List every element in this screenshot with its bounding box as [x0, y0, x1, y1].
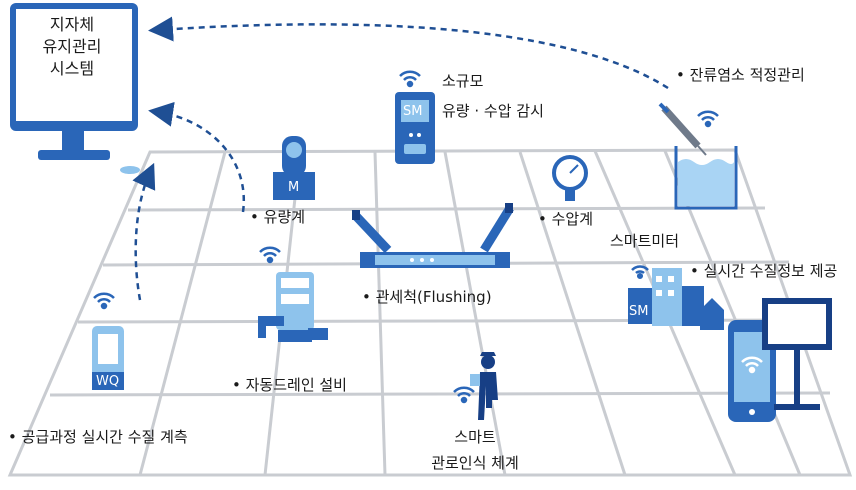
system-label-line2: 유지관리 — [42, 37, 102, 56]
water-quality-sensor-icon — [92, 326, 124, 390]
wq-badge: WQ — [96, 374, 120, 389]
small-scale-sm-meter-icon — [395, 92, 435, 164]
label-smart-pipe-1: 스마트 — [454, 428, 496, 446]
flow-meter-icon — [273, 136, 315, 200]
label-pressure-meter: • 수압계 — [538, 210, 594, 228]
label-flow-meter: • 유량계 — [250, 208, 306, 226]
building-icon — [628, 268, 724, 330]
sm-building-badge: SM — [629, 304, 649, 319]
wifi-icon — [93, 70, 763, 404]
auto-drain-icon — [258, 272, 328, 342]
system-label: 지자체 유지관리 시스템 — [22, 14, 122, 80]
label-small-scale-2: 유량 · 수압 감시 — [442, 102, 544, 120]
data-flow-arrows — [132, 16, 669, 301]
label-auto-drain: • 자동드레인 설비 — [232, 376, 347, 394]
display-board-icon — [762, 298, 832, 410]
m-badge: M — [288, 180, 300, 195]
arrow-flowmeter-to-system — [148, 101, 246, 213]
system-label-line3: 시스템 — [49, 59, 95, 78]
label-realtime-info: • 실시간 수질정보 제공 — [690, 262, 838, 280]
label-smart-pipe-2: 관로인식 체계 — [431, 454, 519, 472]
arrow-sensor-to-system — [132, 162, 156, 301]
label-flushing: • 관세척(Flushing) — [362, 288, 492, 306]
pressure-gauge-icon — [552, 155, 588, 201]
monitor-icon — [10, 3, 140, 174]
worker-icon — [470, 352, 498, 420]
flushing-pipe-icon — [352, 203, 514, 268]
sm-badge: SM — [403, 104, 423, 119]
label-chlorine: • 잔류염소 적정관리 — [676, 66, 805, 84]
label-smart-meter: 스마트미터 — [610, 232, 680, 250]
label-small-scale-1: 소규모 — [442, 72, 484, 90]
syringe-icon — [658, 102, 707, 156]
label-supply-quality: • 공급과정 실시간 수질 계측 — [8, 428, 188, 446]
system-label-line1: 지자체 — [49, 15, 95, 34]
arrow-chlorine-to-system — [148, 16, 669, 90]
water-tank-icon — [674, 146, 738, 210]
